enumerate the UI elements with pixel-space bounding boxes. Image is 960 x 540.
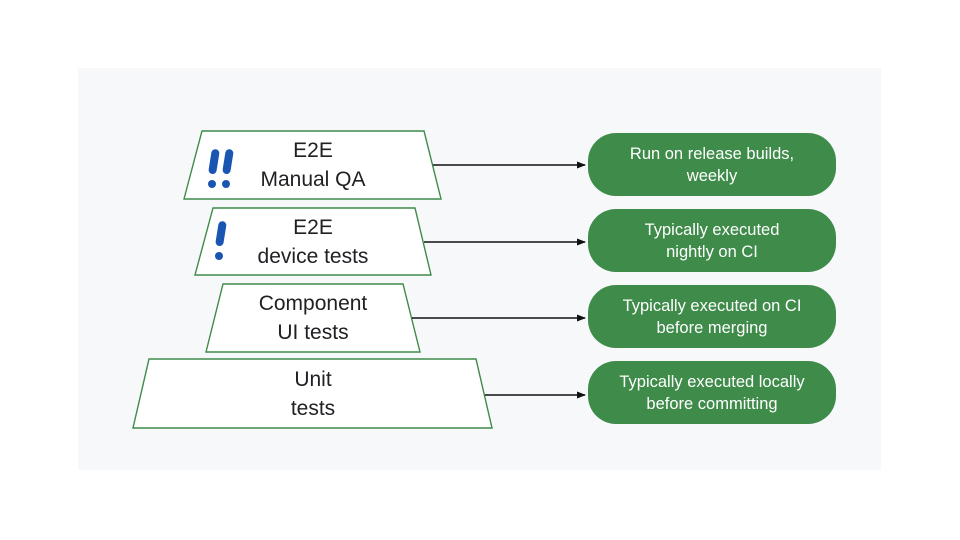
double-exclamation-icon <box>208 148 234 188</box>
pyramid-level-shape-e2e-manual-qa <box>183 130 442 200</box>
note-pill-e2e-manual-qa: Run on release builds, weekly <box>588 133 836 196</box>
pyramid-level-shape-e2e-device-tests <box>194 207 432 276</box>
pyramid-level-label-e2e-manual-qa: E2E Manual QA <box>163 131 463 199</box>
level-label-text: E2E device tests <box>257 215 369 268</box>
note-pill-e2e-device-tests: Typically executed nightly on CI <box>588 209 836 272</box>
exclamation-glyph <box>222 148 234 188</box>
exclamation-glyph <box>208 148 220 188</box>
level-label-text: Component UI tests <box>258 292 368 344</box>
level-label-text: Unit tests <box>290 367 336 420</box>
pyramid-level-label-e2e-device-tests: E2E device tests <box>163 208 463 275</box>
level-label-text: E2E Manual QA <box>260 139 366 191</box>
pyramid-level-shape-component-ui-tests <box>205 283 421 353</box>
exclamation-icon <box>215 220 227 260</box>
pyramid-level-shape-unit-tests <box>132 358 493 429</box>
pyramid-level-label-component-ui-tests: Component UI tests <box>163 284 463 352</box>
note-text: Typically executed on CI before merging <box>622 296 802 337</box>
note-text: Typically executed nightly on CI <box>644 220 780 261</box>
note-pill-unit-tests: Typically executed locally before commit… <box>588 361 836 424</box>
exclamation-glyph <box>215 220 227 260</box>
pyramid-level-label-unit-tests: Unit tests <box>163 359 463 428</box>
note-text: Run on release builds, weekly <box>629 144 795 185</box>
note-text: Typically executed locally before commit… <box>619 372 805 413</box>
note-pill-component-ui-tests: Typically executed on CI before merging <box>588 285 836 348</box>
